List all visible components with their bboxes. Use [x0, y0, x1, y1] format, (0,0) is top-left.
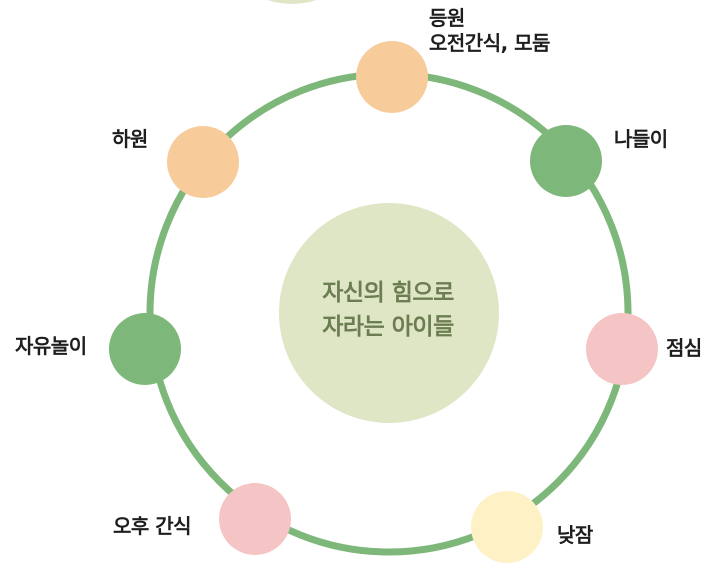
- label-arrival-line-2: 오전간식, 모둠: [429, 31, 550, 55]
- center-text-line-2: 자라는 아이들: [322, 314, 454, 340]
- node-departure: [167, 126, 239, 198]
- center-text-line-1: 자신의 힘으로: [322, 280, 454, 306]
- label-nap: 낮잠: [557, 523, 593, 548]
- label-outing-text: 나들이: [614, 127, 668, 151]
- node-nap: [471, 491, 543, 563]
- label-arrival: 등원 오전간식, 모둠: [429, 6, 550, 56]
- label-outing: 나들이: [614, 127, 668, 152]
- node-arrival: [356, 41, 428, 113]
- label-free-play-text: 자유놀이: [15, 334, 87, 358]
- top-decorative-circle: [267, 0, 317, 4]
- label-lunch: 점심: [666, 336, 702, 361]
- label-lunch-text: 점심: [666, 336, 702, 360]
- node-lunch: [586, 313, 658, 385]
- label-arrival-line-1: 등원: [429, 6, 465, 30]
- center-circle: [279, 203, 499, 423]
- label-free-play: 자유놀이: [15, 334, 87, 359]
- label-afternoon-snack-text: 오후 간식: [113, 514, 192, 538]
- node-afternoon-snack: [219, 483, 291, 555]
- center-text: 자신의 힘으로 자라는 아이들: [278, 276, 498, 344]
- label-afternoon-snack: 오후 간식: [113, 514, 192, 539]
- label-departure: 하원: [112, 127, 148, 152]
- label-nap-text: 낮잠: [557, 523, 593, 547]
- schedule-nodes: [109, 41, 658, 563]
- node-outing: [530, 125, 602, 197]
- node-free-play: [109, 313, 181, 385]
- label-departure-text: 하원: [112, 127, 148, 151]
